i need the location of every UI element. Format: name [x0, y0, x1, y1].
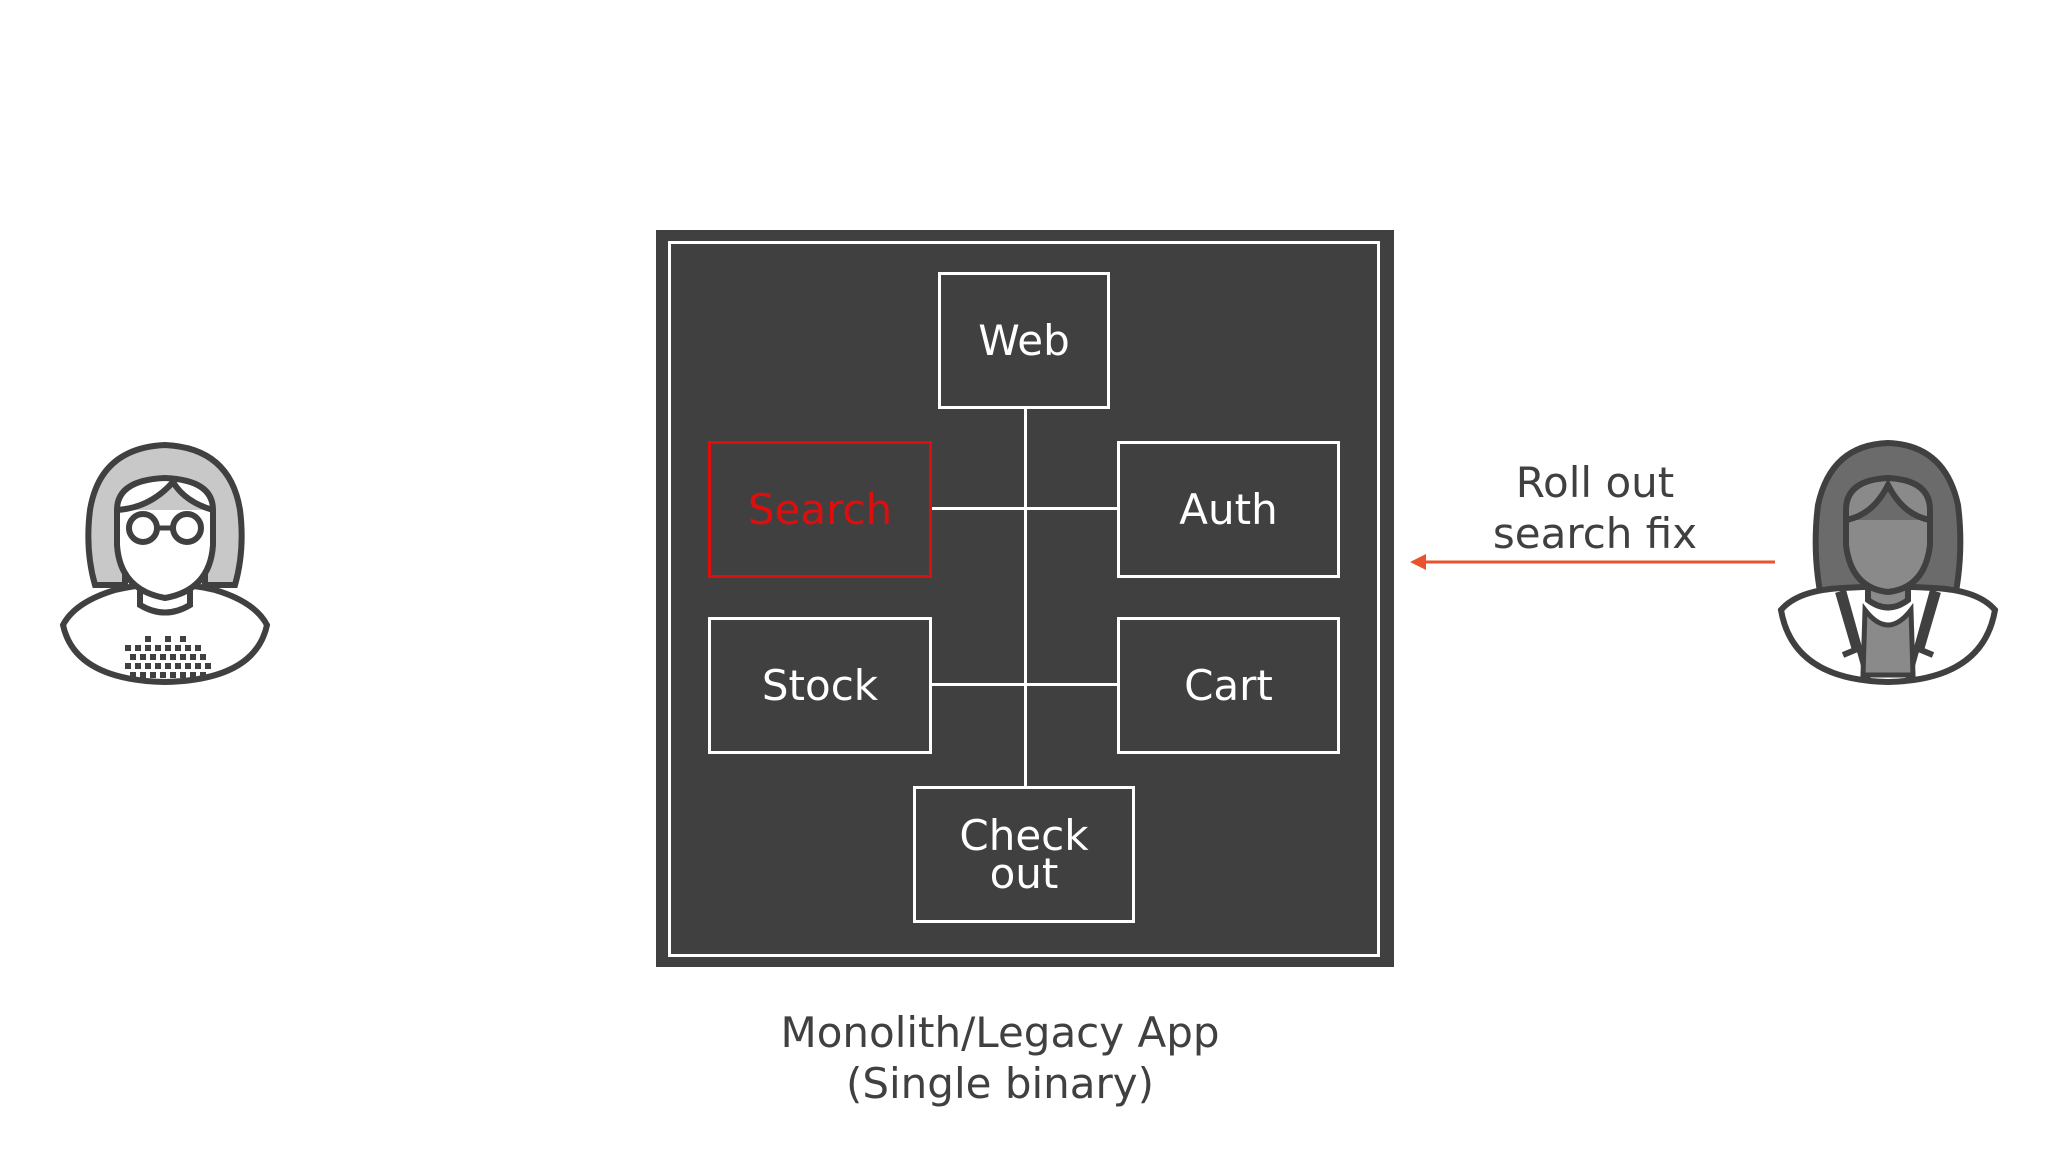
monolith-inner-border [668, 241, 1380, 957]
module-search-label: Search [747, 484, 893, 534]
developer-woman-icon [1777, 440, 1999, 685]
monolith-caption-line2: (Single binary) [845, 1059, 1155, 1108]
module-checkout-label: Check out [959, 810, 1089, 898]
module-auth-label: Auth [1179, 484, 1278, 534]
module-checkout-label-line2: out [989, 848, 1059, 898]
module-stock-label: Stock [761, 660, 879, 710]
module-checkout: Check out [913, 786, 1135, 923]
user-with-glasses-icon [59, 441, 271, 685]
module-search: Search [708, 441, 932, 578]
module-stock: Stock [708, 617, 932, 754]
connector-search-auth [930, 507, 1119, 510]
monolith-caption-line1: Monolith/Legacy App [780, 1008, 1220, 1057]
rollout-annotation: Roll out search fix [1430, 457, 1760, 559]
module-cart-label: Cart [1184, 660, 1273, 710]
module-web: Web [938, 272, 1110, 409]
module-web-label: Web [978, 315, 1070, 365]
left-arrow-icon [1410, 554, 1775, 570]
connector-vertical [1024, 408, 1027, 786]
connector-stock-cart [930, 683, 1119, 686]
module-checkout-label-line1: Check [959, 810, 1089, 860]
monolith-caption: Monolith/Legacy App (Single binary) [700, 1007, 1300, 1109]
module-auth: Auth [1117, 441, 1340, 578]
rollout-annotation-line1: Roll out [1515, 458, 1675, 507]
module-cart: Cart [1117, 617, 1340, 754]
rollout-annotation-line2: search fix [1492, 509, 1698, 558]
